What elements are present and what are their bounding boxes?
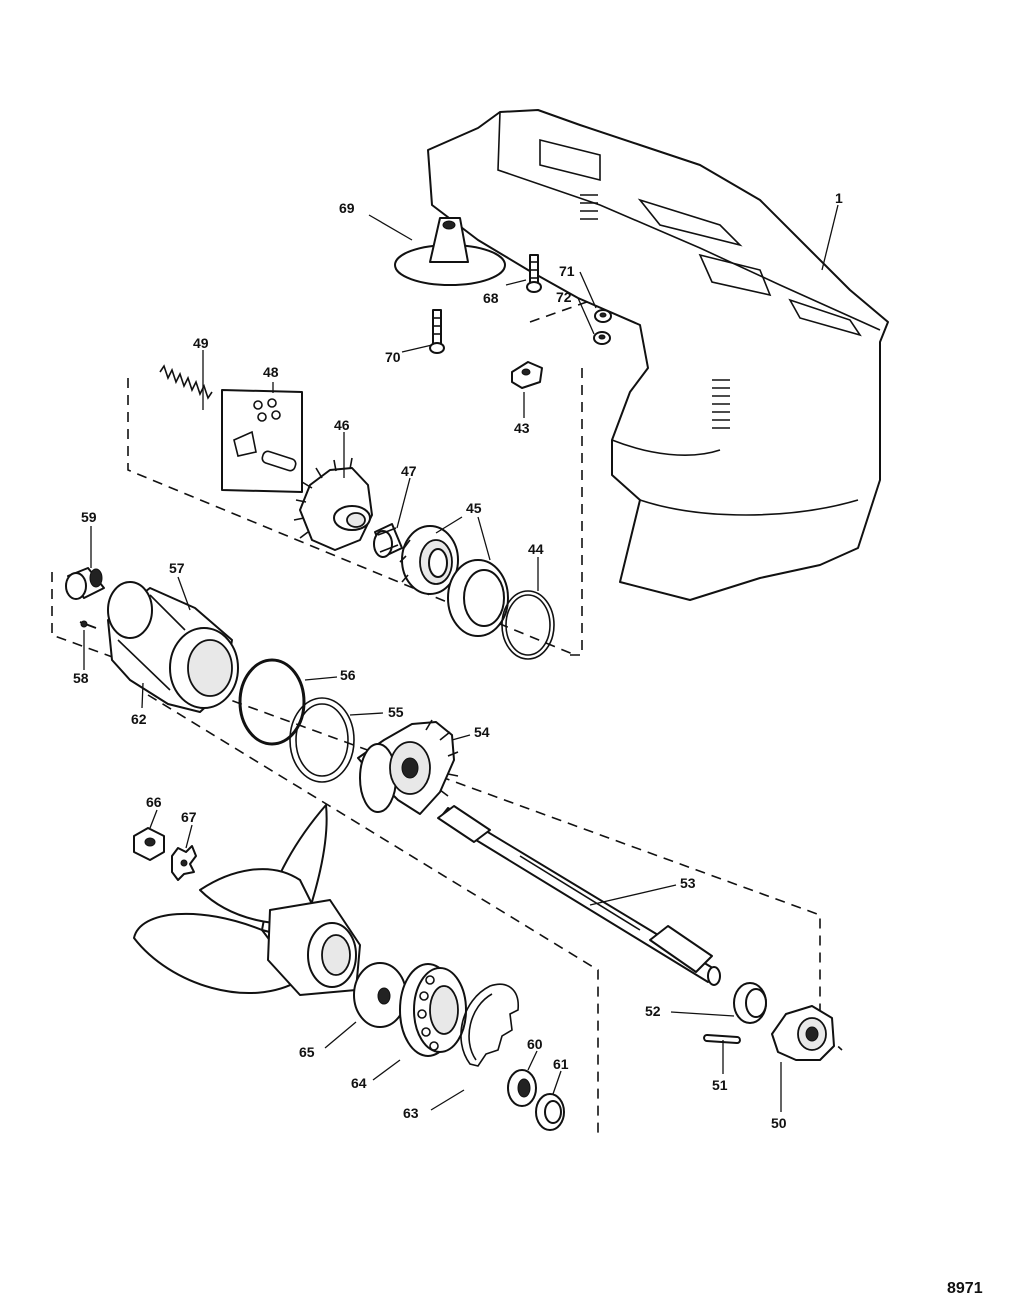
callout-51: 51 bbox=[712, 1077, 728, 1093]
callout-46: 46 bbox=[334, 417, 350, 433]
callout-43: 43 bbox=[514, 420, 530, 436]
callout-62: 62 bbox=[131, 711, 147, 727]
seal-60 bbox=[507, 1069, 537, 1107]
callout-45: 45 bbox=[466, 500, 482, 516]
callout-44: 44 bbox=[528, 541, 544, 557]
pin-51 bbox=[703, 1033, 741, 1045]
propeller bbox=[133, 804, 361, 996]
callout-71: 71 bbox=[559, 263, 575, 279]
washer-71 bbox=[594, 309, 612, 323]
callout-67: 67 bbox=[181, 809, 197, 825]
prop-nut-66 bbox=[133, 827, 165, 861]
spacer-43 bbox=[511, 361, 543, 389]
propeller-shaft-53 bbox=[437, 805, 721, 986]
washer-ring-55 bbox=[289, 697, 355, 783]
callout-1: 1 bbox=[835, 190, 843, 206]
leader-lines bbox=[83, 204, 839, 1112]
callout-labels: 1 69 68 71 72 70 43 49 48 46 47 45 44 59… bbox=[73, 190, 843, 1131]
trim-tab-anode bbox=[394, 217, 506, 286]
screw-68 bbox=[526, 254, 542, 293]
callout-60: 60 bbox=[527, 1036, 543, 1052]
pin-58 bbox=[79, 620, 97, 629]
housing-top-vents bbox=[580, 194, 598, 220]
seal-61 bbox=[535, 1093, 565, 1131]
screw-70 bbox=[429, 309, 445, 354]
callout-66: 66 bbox=[146, 794, 162, 810]
callout-48: 48 bbox=[263, 364, 279, 380]
callout-61: 61 bbox=[553, 1056, 569, 1072]
callout-52: 52 bbox=[645, 1003, 661, 1019]
clutch-50 bbox=[771, 1005, 835, 1061]
bearing-59 bbox=[65, 567, 105, 600]
gear-teeth-54 bbox=[425, 719, 459, 797]
callout-64: 64 bbox=[351, 1075, 367, 1091]
callout-53: 53 bbox=[680, 875, 696, 891]
callout-65: 65 bbox=[299, 1044, 315, 1060]
needle-bearing-47 bbox=[373, 523, 403, 558]
forward-gear-54 bbox=[357, 719, 459, 815]
callout-68: 68 bbox=[483, 290, 499, 306]
thrust-ring-52 bbox=[733, 982, 767, 1024]
figure-number: 8971 bbox=[947, 1280, 983, 1297]
bearing-race-45 bbox=[447, 559, 509, 637]
pinion-gear-46 bbox=[293, 457, 373, 551]
callout-72: 72 bbox=[556, 289, 572, 305]
tab-washer-67 bbox=[171, 845, 197, 881]
thrust-washer-65 bbox=[353, 962, 407, 1028]
callout-58: 58 bbox=[73, 670, 89, 686]
callout-57: 57 bbox=[169, 560, 185, 576]
callout-63: 63 bbox=[403, 1105, 419, 1121]
callout-56: 56 bbox=[340, 667, 356, 683]
bearing-carrier-57 bbox=[107, 581, 239, 713]
bearing-64 bbox=[399, 963, 467, 1057]
callout-59: 59 bbox=[81, 509, 97, 525]
housing-vent-slots bbox=[712, 379, 730, 429]
o-ring-56 bbox=[238, 658, 306, 746]
tapered-bearing-45 bbox=[399, 525, 459, 595]
callout-49: 49 bbox=[193, 335, 209, 351]
callout-54: 54 bbox=[474, 724, 490, 740]
callout-50: 50 bbox=[771, 1115, 787, 1131]
callout-69: 69 bbox=[339, 200, 355, 216]
nut-72 bbox=[593, 331, 611, 345]
callout-70: 70 bbox=[385, 349, 401, 365]
gear-housing bbox=[427, 109, 889, 601]
retainer-ring-63 bbox=[460, 983, 519, 1067]
gear-teeth-46 bbox=[293, 457, 353, 539]
callout-55: 55 bbox=[388, 704, 404, 720]
spring-49 bbox=[159, 364, 213, 400]
callout-47: 47 bbox=[401, 463, 417, 479]
o-ring-44 bbox=[501, 590, 555, 660]
decal-sheet-48 bbox=[221, 389, 303, 493]
